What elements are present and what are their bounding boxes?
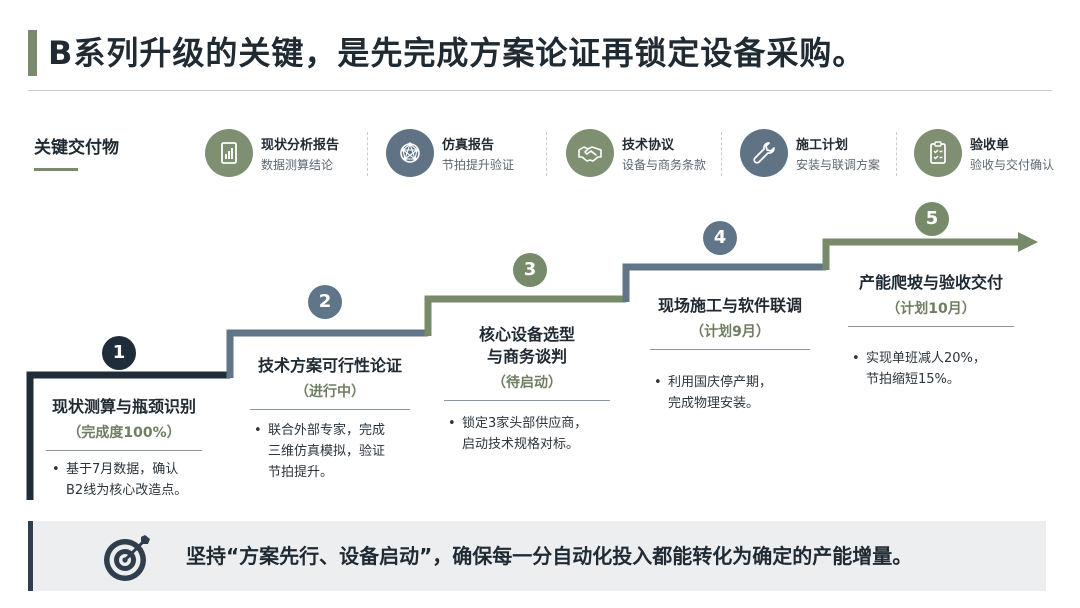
deliverables-heading-underline <box>34 168 78 171</box>
deliverable-desc: 节拍提升验证 <box>442 158 515 172</box>
deliverable-name: 现状分析报告 <box>261 138 340 153</box>
footer-message: 坚持“方案先行、设备启动”，确保每一分自动化投入都能转化为确定的产能增量。 <box>186 544 913 568</box>
stage-1-step-line <box>26 371 230 500</box>
stage-1: 现状测算与瓶颈识别 （完成度100%） <box>46 396 202 451</box>
stage-status: （进行中） <box>295 384 365 400</box>
stage-divider <box>46 450 202 451</box>
stage-2: 技术方案可行性论证 （进行中） <box>250 355 410 410</box>
stage-2-number: 2 <box>308 285 342 319</box>
stage-status: （待启动） <box>492 375 562 391</box>
stage-2-step-line <box>226 329 428 378</box>
stage-status: （完成度100%） <box>67 425 181 441</box>
title-divider <box>28 90 1052 91</box>
stage-5: 产能爬坡与验收交付 （计划10月） <box>848 272 1014 327</box>
stage-2-bullet: • 联合外部专家，完成 三维仿真模拟，验证 节拍提升。 <box>254 420 424 483</box>
stage-4: 现场施工与软件联调 （计划9月） <box>650 295 810 350</box>
bullet-dot: • <box>852 351 860 366</box>
title-accent-bar <box>28 30 37 76</box>
report-chart-icon <box>205 129 253 177</box>
bullet-dot: • <box>448 416 456 431</box>
stage-divider <box>250 409 410 410</box>
roadmap-arrowhead <box>1018 232 1038 252</box>
wrench-icon <box>740 129 788 177</box>
deliverable-name: 仿真报告 <box>442 138 495 153</box>
deliverable-name: 施工计划 <box>796 138 849 153</box>
bullet-text: 联合外部专家，完成 三维仿真模拟，验证 节拍提升。 <box>268 423 386 480</box>
deliverables-heading: 关键交付物 <box>34 138 119 158</box>
stage-3-step-line <box>424 295 626 336</box>
bullet-dot: • <box>52 462 60 477</box>
stage-divider <box>444 400 610 401</box>
bullet-text: 利用国庆停产期， 完成物理安装。 <box>668 375 773 411</box>
bullet-dot: • <box>654 375 662 390</box>
stage-status: （计划10月） <box>886 301 976 317</box>
stage-3-number: 3 <box>513 253 547 287</box>
deliverable-name: 技术协议 <box>622 138 675 153</box>
stage-title: 产能爬坡与验收交付 <box>858 273 1003 292</box>
stage-3: 核心设备选型 与商务谈判 （待启动） <box>444 324 610 401</box>
bullet-text: 实现单班减人20%， 节拍缩短15%。 <box>866 351 986 387</box>
stage-1-bullet: • 基于7月数据，确认 B2线为核心改造点。 <box>52 459 222 501</box>
bullet-text: 基于7月数据，确认 B2线为核心改造点。 <box>66 462 188 498</box>
stage-title: 现场施工与软件联调 <box>657 296 802 315</box>
deliverable-desc: 数据测算结论 <box>261 158 334 172</box>
stage-4-step-line <box>622 263 826 302</box>
deliverable-desc: 设备与商务条款 <box>622 158 707 172</box>
deliverable-name: 验收单 <box>970 138 1010 153</box>
deliverable-divider <box>546 132 547 176</box>
stage-divider <box>650 349 810 350</box>
stage-title: 现状测算与瓶颈识别 <box>51 397 196 416</box>
stage-4-bullet: • 利用国庆停产期， 完成物理安装。 <box>654 372 824 414</box>
stage-title: 技术方案可行性论证 <box>257 356 402 375</box>
deliverable-desc: 安装与联调方案 <box>796 158 881 172</box>
footer-banner: 坚持“方案先行、设备启动”，确保每一分自动化投入都能转化为确定的产能增量。 <box>28 521 1046 591</box>
stage-5-step-line <box>822 238 1020 270</box>
stage-3-bullet: • 锁定3家头部供应商， 启动技术规格对标。 <box>448 413 618 455</box>
stage-title: 核心设备选型 与商务谈判 <box>478 325 575 366</box>
footer-accent-bar <box>28 521 33 591</box>
stage-status: （计划9月） <box>690 324 770 340</box>
stage-5-bullet: • 实现单班减人20%， 节拍缩短15%。 <box>852 348 1032 390</box>
handshake-icon <box>566 129 614 177</box>
deliverable-divider <box>367 132 368 176</box>
deliverable-divider <box>721 132 722 176</box>
stage-5-number: 5 <box>915 202 949 236</box>
checklist-icon <box>914 129 962 177</box>
stage-4-number: 4 <box>703 221 737 255</box>
network-sphere-icon <box>386 129 434 177</box>
page-title: B系列升级的关键，是先完成方案论证再锁定设备采购。 <box>48 34 866 72</box>
stage-divider <box>848 326 1014 327</box>
bullet-dot: • <box>254 423 262 438</box>
target-arrow-icon <box>104 535 150 581</box>
deliverable-desc: 验收与交付确认 <box>970 158 1055 172</box>
bullet-text: 锁定3家头部供应商， 启动技术规格对标。 <box>462 416 588 452</box>
stage-1-number: 1 <box>102 336 136 370</box>
deliverable-divider <box>896 132 897 176</box>
